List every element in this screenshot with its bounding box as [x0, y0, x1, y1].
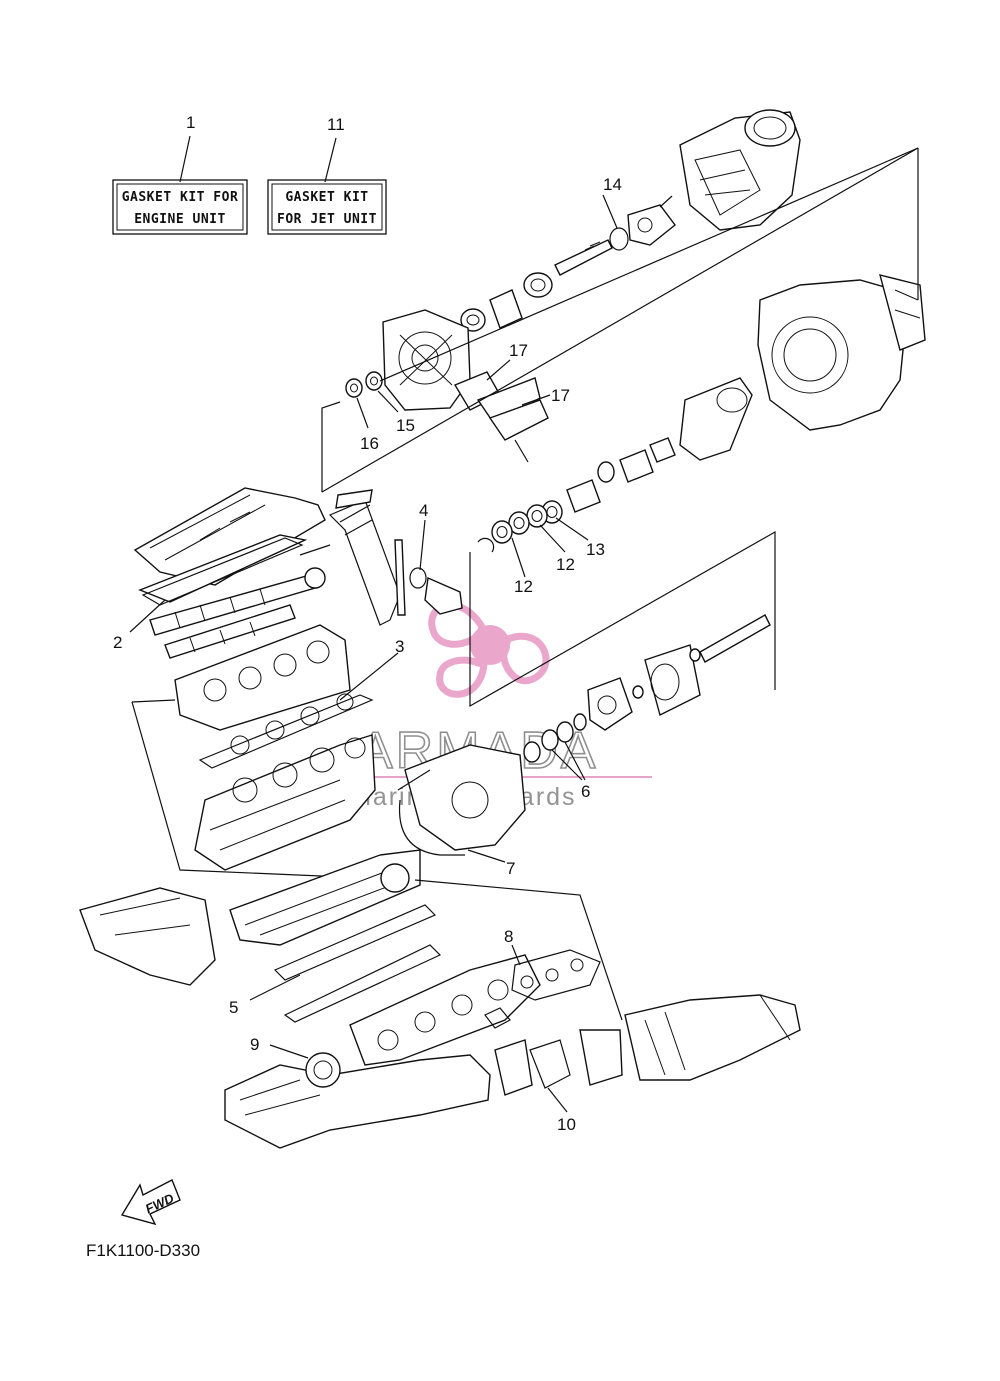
callout-12-b: 12 — [556, 555, 575, 574]
drive-shaft-group — [469, 530, 776, 781]
callout-15: 15 — [396, 416, 415, 435]
callout-8: 8 — [504, 927, 513, 946]
propeller-logo-icon — [428, 601, 550, 698]
diagram-code: F1K1100-D330 — [86, 1241, 200, 1260]
callout-14: 14 — [603, 175, 622, 194]
callout-5: 5 — [229, 998, 238, 1017]
callout-11: 11 — [327, 115, 345, 134]
jet-pump-housing — [345, 109, 926, 553]
callout-9: 9 — [250, 1035, 259, 1054]
forward-arrow-icon: FWD — [120, 1179, 181, 1226]
kit-label-jet-line2: FOR JET UNIT — [277, 212, 377, 227]
exhaust-group — [224, 879, 801, 1149]
kit-label-jet-line1: GASKET KIT — [285, 190, 368, 205]
callout-13: 13 — [586, 540, 605, 559]
callout-7: 7 — [506, 859, 515, 878]
callout-17-b: 17 — [551, 386, 570, 405]
callout-12-a: 12 — [514, 577, 533, 596]
callout-4: 4 — [419, 501, 428, 520]
kit-label-jet: 11 GASKET KIT FOR JET UNIT — [267, 115, 387, 235]
kit-label-engine-line1: GASKET KIT FOR — [122, 190, 239, 205]
callout-2: 2 — [113, 633, 122, 652]
callout-3: 3 — [395, 637, 404, 656]
callout-10: 10 — [557, 1115, 576, 1134]
callout-17-a: 17 — [509, 341, 528, 360]
callouts: 2 3 4 5 6 7 8 9 10 12 12 13 14 15 16 17 … — [113, 175, 622, 1134]
callout-16: 16 — [360, 434, 379, 453]
kit-label-engine: 1 GASKET KIT FOR ENGINE UNIT — [112, 113, 248, 235]
kit-label-engine-line2: ENGINE UNIT — [134, 212, 226, 227]
engine-block-group — [79, 693, 526, 1023]
callout-6: 6 — [581, 782, 590, 801]
jet-frame-lines — [321, 147, 919, 493]
engine-top-group — [133, 487, 463, 731]
callout-1: 1 — [186, 113, 195, 132]
